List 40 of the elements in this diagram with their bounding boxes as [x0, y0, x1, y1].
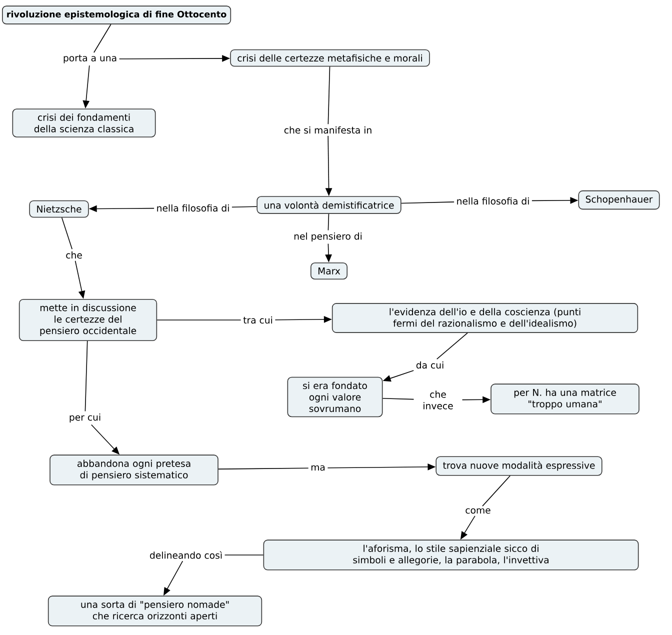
linking-phrase: che si manifesta in: [282, 124, 374, 136]
concept-box: l'evidenza dell'io e della coscienza (punti fermi del razionalismo e dell'idealismo): [332, 303, 638, 333]
linking-phrase: per cui: [66, 411, 104, 424]
connector-line: [84, 340, 88, 412]
linking-phrase: come: [463, 506, 493, 516]
linking-phrase: nel pensiero di: [292, 230, 364, 244]
connector-line: [224, 554, 264, 556]
connector-line: [400, 202, 454, 204]
connector-line: [218, 468, 309, 470]
concept-box: una volontà demistificatrice: [256, 196, 402, 214]
linking-phrase: che: [64, 249, 84, 261]
concept-box: trova nuove modalità espressive: [436, 456, 602, 476]
concept-box: crisi delle certezze metafisiche e morali: [230, 49, 430, 67]
linking-phrase: tra cui: [241, 314, 275, 326]
linking-phrase: nella filosofia di: [154, 202, 232, 214]
concept-box: abbandona ogni pretesa di pensiero sistematico: [50, 454, 218, 486]
linking-phrase: ma: [308, 463, 328, 473]
concept-box: Schopenhauer: [578, 190, 660, 210]
concept-box: crisi dei fondamenti della scienza classica: [12, 108, 156, 138]
connector-line: [232, 206, 258, 208]
concept-box: per N. ha una matrice "troppo umana": [490, 384, 640, 414]
linking-phrase: delineando così: [147, 549, 225, 561]
connector-line: [328, 213, 330, 231]
linking-phrase: nella filosofia di: [454, 195, 532, 207]
connector-line: [436, 332, 468, 360]
connector-line: [482, 475, 510, 506]
linking-phrase: che invece: [414, 388, 462, 412]
concept-box: l'aforisma, lo stile sapienziale sicco di simboli e allegorie, la parabola, l'invettiva: [263, 540, 639, 570]
connector-line: [382, 398, 414, 400]
connector-line: [328, 66, 330, 125]
linking-phrase: porta a una: [60, 52, 120, 66]
concept-box: mette in discussione le certezze del pensiero occidentale: [18, 298, 158, 342]
connector-line: [61, 217, 72, 250]
concept-box: Marx: [310, 262, 348, 280]
connector-line: [94, 24, 112, 53]
concept-box: Nietzsche: [29, 200, 89, 218]
concept-box: si era fondato ogni valore sovrumano: [287, 376, 383, 418]
linking-phrase: da cui: [414, 359, 446, 371]
concept-box: una sorta di "pensiero nomade" che ricerca orizzonti aperti: [48, 596, 262, 626]
concept-box: rivoluzione epistemologica di fine Ottocento: [2, 6, 232, 24]
